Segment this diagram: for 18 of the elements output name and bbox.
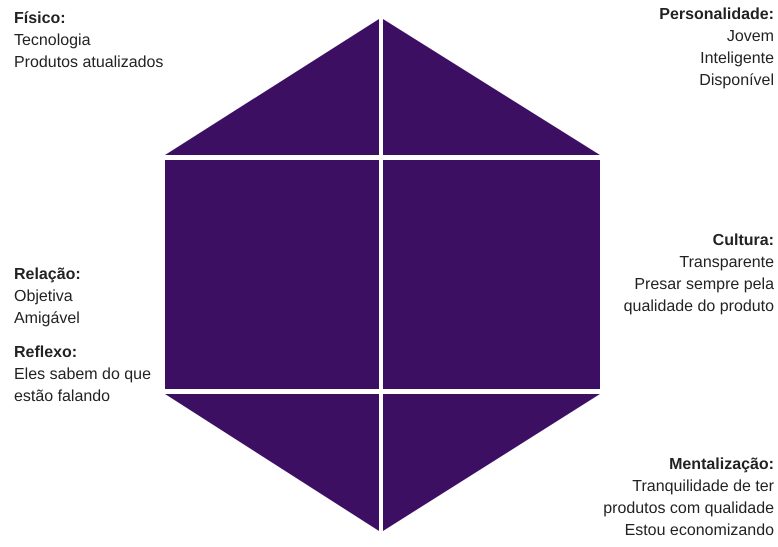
- section-heading: Mentalização:: [668, 455, 774, 475]
- section-heading: Relação:: [14, 265, 82, 285]
- attribute-text: Produtos atualizados: [14, 53, 164, 73]
- attribute-text: Presar sempre pela qualidade do produto: [622, 275, 774, 317]
- attribute-text: Transparente: [678, 253, 774, 273]
- attribute-text: Disponível: [698, 71, 774, 91]
- attribute-text: Inteligente: [699, 49, 774, 69]
- attribute-text: Tranquilidade de ter produtos com qualidade: [602, 477, 774, 519]
- section-heading: Físico:: [14, 9, 67, 29]
- attribute-text: Tecnologia: [14, 31, 92, 51]
- attribute-text: Jovem: [726, 27, 774, 47]
- attribute-text: Amigável: [14, 309, 81, 329]
- attribute-text: Estou economizando: [624, 521, 774, 541]
- section-heading: Cultura:: [712, 231, 774, 251]
- attribute-text: Eles sabem do que estão falando: [14, 365, 152, 407]
- attribute-text: Objetiva: [14, 287, 74, 307]
- section-heading: Personalidade:: [658, 5, 774, 25]
- section-heading: Reflexo:: [14, 343, 78, 363]
